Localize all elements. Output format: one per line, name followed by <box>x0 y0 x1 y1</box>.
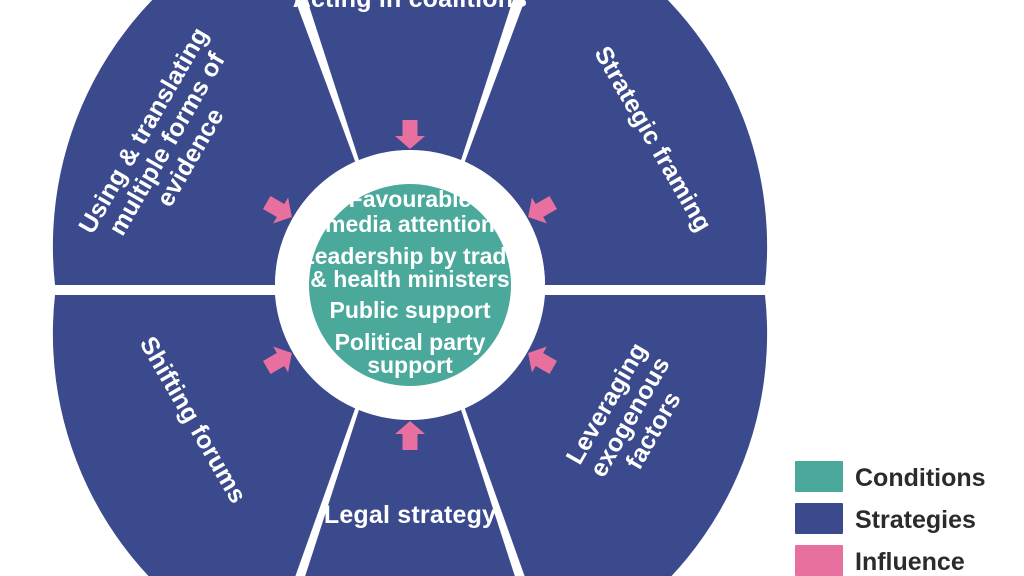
conditions-core-circle[interactable] <box>309 184 511 386</box>
segment-legal-strategy[interactable] <box>276 409 544 576</box>
arrow-lower-right-icon <box>528 346 558 374</box>
legend-swatch-influence <box>795 545 843 576</box>
arrow-upper-right-icon <box>528 196 558 224</box>
conditions-core-text: Favourable media attention Leadership by… <box>301 186 520 378</box>
arrow-upper-left-icon <box>262 196 292 224</box>
arrow-top-icon <box>395 120 425 149</box>
core-line-1: Favourable <box>349 186 472 212</box>
arrow-lower-left-icon <box>262 346 292 374</box>
segment-acting-in-coalitions[interactable] <box>276 0 544 161</box>
legend-label-strategies: Strategies <box>855 506 976 534</box>
influence-arrows <box>262 120 558 450</box>
core-line-7: support <box>367 352 453 378</box>
segment-label-legal-strategy: Legal strategy <box>324 501 496 529</box>
legend-swatch-conditions <box>795 461 843 492</box>
legend-item-strategies: Strategies <box>795 503 976 534</box>
segment-label-acting-in-coalitions: Acting in coalitions <box>293 0 528 13</box>
legend: Conditions Strategies Influence <box>795 461 986 576</box>
legend-label-influence: Influence <box>855 548 965 576</box>
core-line-5: Public support <box>330 297 491 323</box>
core-line-2: media attention <box>325 211 495 237</box>
legend-item-conditions: Conditions <box>795 461 986 492</box>
core-line-4: & health ministers <box>310 266 509 292</box>
core-line-6: Political party <box>335 329 486 355</box>
legend-label-conditions: Conditions <box>855 464 986 492</box>
core-line-3: Leadership by trade <box>301 243 520 269</box>
arrow-bottom-icon <box>395 421 425 450</box>
legend-item-influence: Influence <box>795 545 965 576</box>
legend-swatch-strategies <box>795 503 843 534</box>
